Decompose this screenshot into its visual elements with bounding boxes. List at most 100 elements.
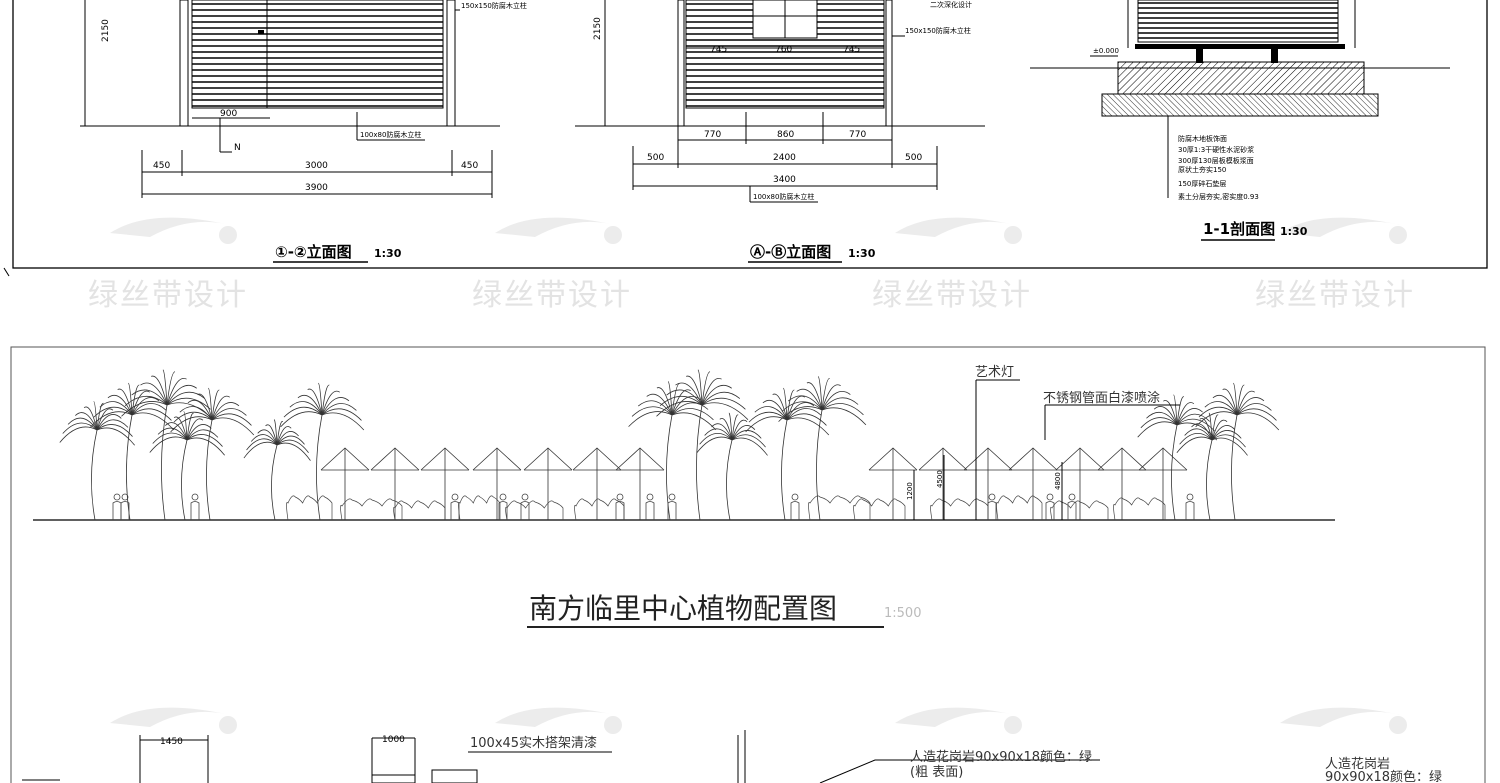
palm-frond xyxy=(187,399,213,421)
person xyxy=(667,493,677,520)
person-head xyxy=(191,493,199,501)
watermark-logo xyxy=(495,707,622,734)
palm-frond xyxy=(1211,425,1236,441)
palm-frond xyxy=(719,418,733,441)
palm-trunk xyxy=(271,444,278,521)
palm-frond xyxy=(183,411,188,441)
palm-frond xyxy=(131,408,172,421)
palm-frond xyxy=(1153,406,1178,426)
layer-label: 300厚130层板模板浆面 xyxy=(1178,156,1254,165)
palm-frond xyxy=(99,401,133,416)
watermark-logo xyxy=(110,217,237,244)
bench-seat xyxy=(431,769,478,783)
planting-title: 南方临里中心植物配置图 xyxy=(529,592,837,625)
watermark-text: 绿丝带设计 xyxy=(1255,278,1415,313)
palm-tree xyxy=(59,401,135,521)
granite-note-2: 人造花岗岩 xyxy=(1325,756,1390,772)
palm-frond xyxy=(1176,402,1195,426)
door-dim-label: 900 xyxy=(220,109,237,119)
dim-label: 450 xyxy=(461,161,478,171)
person-head xyxy=(1068,493,1076,501)
gravel-layer xyxy=(1117,61,1365,95)
palm-frond xyxy=(671,389,691,416)
slat-lines xyxy=(1138,2,1338,39)
palm-tree xyxy=(121,369,214,521)
palm-frond xyxy=(321,397,350,416)
palm-frond xyxy=(796,388,823,411)
palm-frond xyxy=(186,412,194,441)
palm-frond xyxy=(273,419,278,446)
palm-frond xyxy=(699,433,733,445)
palm-trunk xyxy=(1231,414,1238,521)
layer-label: 防腐木地板饰面 xyxy=(1178,134,1227,143)
palm-frond xyxy=(786,389,795,421)
person-body xyxy=(667,501,677,520)
palm-frond xyxy=(704,428,733,441)
dim-label: 2400 xyxy=(773,153,796,163)
palm-frond xyxy=(124,395,168,406)
palm-frond xyxy=(90,411,133,428)
palm-frond xyxy=(821,384,841,411)
palm-frond xyxy=(211,408,247,421)
floor-deck xyxy=(1135,44,1345,49)
shrub xyxy=(393,500,446,521)
dim-label: 3000 xyxy=(305,161,328,171)
palm-frond xyxy=(283,406,323,418)
palm-frond xyxy=(246,438,278,451)
umbrella xyxy=(1138,447,1188,520)
person-head xyxy=(121,493,129,501)
palm-frond xyxy=(667,381,673,416)
slat-panel xyxy=(685,0,885,109)
palm-frond xyxy=(1236,390,1255,416)
person xyxy=(450,493,460,520)
palm-trunk xyxy=(666,414,673,521)
palm-tree xyxy=(745,387,830,521)
palm-trunk xyxy=(696,404,703,521)
palm-frond xyxy=(731,414,739,441)
soil-layer xyxy=(1101,93,1379,117)
palm-frond xyxy=(170,416,213,433)
shrub xyxy=(286,495,333,521)
dim-1450: 1450 xyxy=(160,737,183,747)
palm-frond xyxy=(140,382,168,406)
palm-frond xyxy=(711,423,733,441)
palm-frond xyxy=(701,397,746,410)
palm-frond xyxy=(786,408,822,421)
person-body xyxy=(498,501,508,520)
total-dim-label: 3900 xyxy=(305,183,328,193)
palm-frond xyxy=(697,369,703,406)
support-post xyxy=(1196,49,1203,63)
person xyxy=(1067,493,1077,520)
palm-frond xyxy=(1222,388,1238,416)
dim-label: 450 xyxy=(153,161,170,171)
mark-n: N xyxy=(234,143,241,153)
palm-frond xyxy=(321,390,340,416)
umbrella xyxy=(868,447,918,520)
person-body xyxy=(645,501,655,520)
palm-frond xyxy=(1211,419,1228,441)
palm-frond xyxy=(211,402,240,421)
person-head xyxy=(791,493,799,501)
palm-frond xyxy=(701,391,741,406)
palm-frond xyxy=(117,388,133,416)
shrub xyxy=(996,495,1043,521)
palm-frond xyxy=(786,413,827,426)
palm-frond xyxy=(1140,417,1178,429)
palm-frond xyxy=(671,396,701,416)
pipe-label: 不锈钢管面白漆喷涂 xyxy=(1043,390,1160,406)
palm-frond xyxy=(96,402,104,431)
left-post xyxy=(677,0,685,127)
palm-frond xyxy=(59,426,98,443)
palm-frond xyxy=(276,435,305,446)
palm-trunk xyxy=(781,419,788,521)
palm-tree xyxy=(696,412,768,521)
palm-frond xyxy=(166,384,197,406)
palm-frond xyxy=(1211,434,1246,448)
watermark-logo xyxy=(895,707,1022,734)
palm-frond xyxy=(1184,428,1213,441)
palm-frond xyxy=(748,411,788,423)
umbrella xyxy=(523,447,573,520)
palm-frond xyxy=(186,437,225,456)
palm-frond xyxy=(165,422,188,441)
person-body xyxy=(190,501,200,520)
